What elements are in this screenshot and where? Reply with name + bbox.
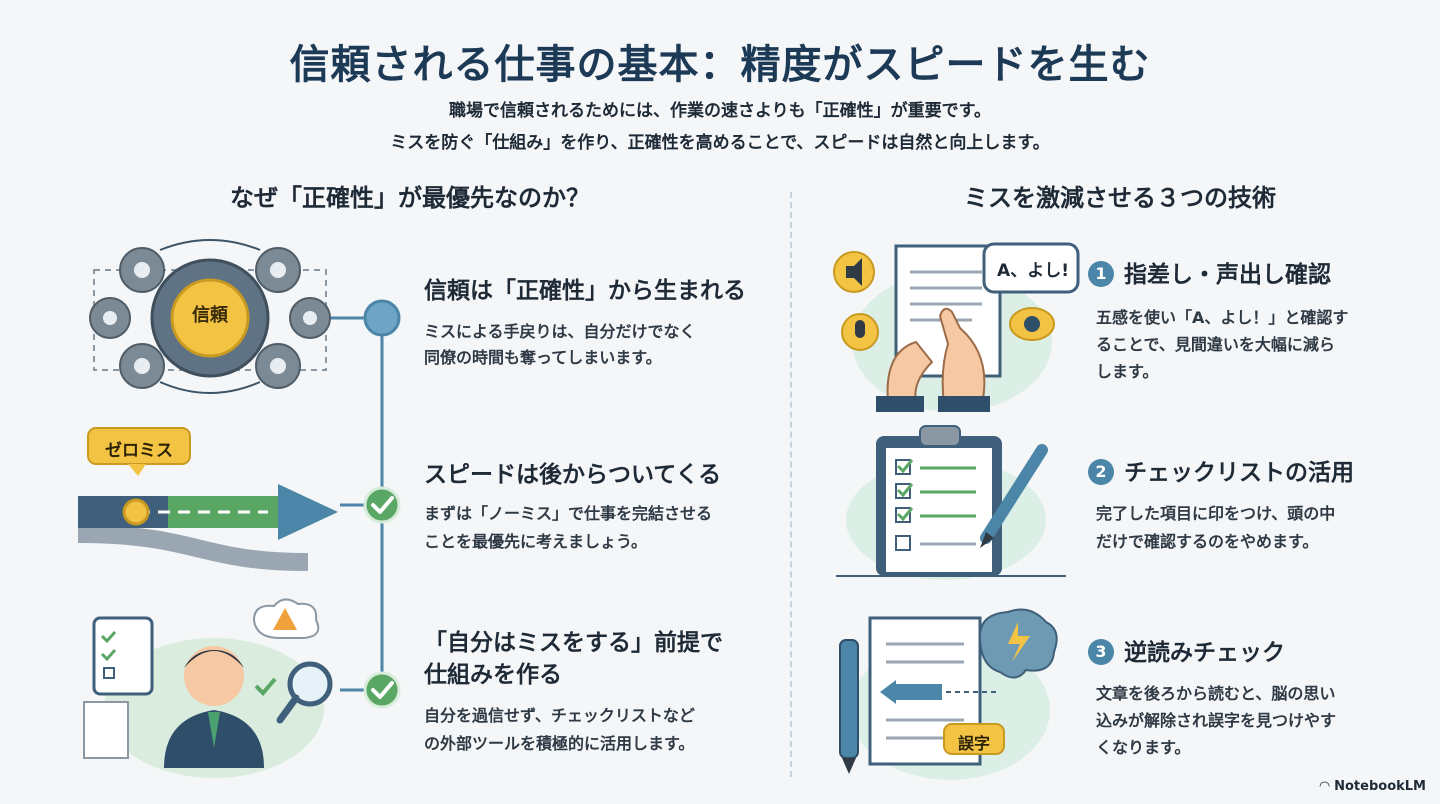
typo-tag-label: 誤字: [957, 734, 990, 753]
right-item-1-title-text: 指差し・声出し確認: [1124, 262, 1331, 288]
right-item-1-desc-2: ることで、見間違いを大幅に減ら: [1096, 335, 1335, 354]
speech-bubble-text: A、よし!: [997, 261, 1069, 281]
left-item-3-title-1: 「自分はミスをする」前提で: [424, 630, 723, 656]
right-item-3-desc-2: 込みが解除され誤字を見つけやす: [1096, 711, 1337, 730]
right-item-3-desc-3: くなります。: [1096, 738, 1191, 757]
subtitle-line-1: 職場で信頼されるためには、作業の速さよりも「正確性」が重要です。: [449, 101, 991, 121]
left-item-3-title-2: 仕組みを作る: [424, 662, 562, 688]
right-item-3-desc-1: 文章を後ろから読むと、脳の思い: [1096, 684, 1336, 703]
left-item-3-desc-2: の外部ツールを積極的に活用します。: [424, 734, 695, 753]
right-item-3-title: 3 逆読みチェック: [1088, 638, 1285, 669]
left-item-1-title: 信頼は「正確性」から生まれる: [424, 278, 746, 304]
right-item-1-desc-3: します。: [1096, 362, 1159, 381]
right-item-1-desc-1: 五感を使い「A、よし！」と確認す: [1096, 308, 1349, 327]
road-arrow-icon: [77, 484, 338, 571]
brand-label: ◠ NotebookLM: [1320, 779, 1426, 794]
pointing-check-icon: [833, 242, 1080, 412]
subtitle-line-2: ミスを防ぐ「仕組み」を作り、正確性を高めることで、スピードは自然と向上します。: [390, 133, 1050, 153]
right-item-2-title-text: チェックリストの活用: [1124, 460, 1354, 486]
timeline-check-icon-3: [363, 671, 401, 709]
person-checklist-icon: [83, 598, 333, 778]
brand-name: NotebookLM: [1334, 779, 1426, 794]
left-section-heading: なぜ「正確性」が最優先なのか？: [230, 184, 590, 212]
left-item-2-desc-2: ことを最優先に考えましょう。: [424, 532, 648, 551]
right-item-1-title: 1 指差し・声出し確認: [1088, 260, 1331, 291]
left-item-2-desc-1: まずは「ノーミス」で仕事を完結させる: [424, 504, 713, 523]
timeline-check-icon-2: [363, 486, 401, 524]
timeline-node-1: [363, 299, 401, 337]
gears-icon: [89, 239, 331, 394]
left-item-1-desc-1: ミスによる手戻りは、自分だけでなく: [424, 322, 696, 341]
right-section-heading: ミスを激減させる３つの技術: [964, 184, 1276, 212]
notebook-icon: ◠: [1319, 779, 1335, 794]
trust-gear-label: 信頼: [192, 305, 228, 326]
right-item-2-desc-2: だけで確認するのをやめます。: [1096, 532, 1319, 551]
section-divider: [790, 192, 792, 777]
zero-miss-tag: [87, 427, 191, 476]
page-title: 信頼される仕事の基本：精度がスピードを生む: [289, 42, 1151, 88]
right-item-3-title-text: 逆読みチェック: [1124, 640, 1285, 666]
left-item-3-desc-1: 自分を過信せず、チェックリストなど: [424, 706, 695, 725]
reverse-reading-icon: [839, 608, 1058, 780]
left-item-1-desc-2: 同僚の時間も奪ってしまいます。: [424, 348, 662, 367]
clipboard-checklist-icon: [836, 425, 1066, 580]
step-number-3: 3: [1088, 639, 1114, 665]
left-item-2-title: スピードは後からついてくる: [424, 462, 722, 488]
zero-miss-label: ゼロミス: [105, 441, 173, 461]
right-item-2-title: 2 チェックリストの活用: [1088, 458, 1354, 489]
step-number-2: 2: [1088, 459, 1114, 485]
step-number-1: 1: [1088, 261, 1114, 287]
right-item-2-desc-1: 完了した項目に印をつけ、頭の中: [1096, 504, 1336, 523]
